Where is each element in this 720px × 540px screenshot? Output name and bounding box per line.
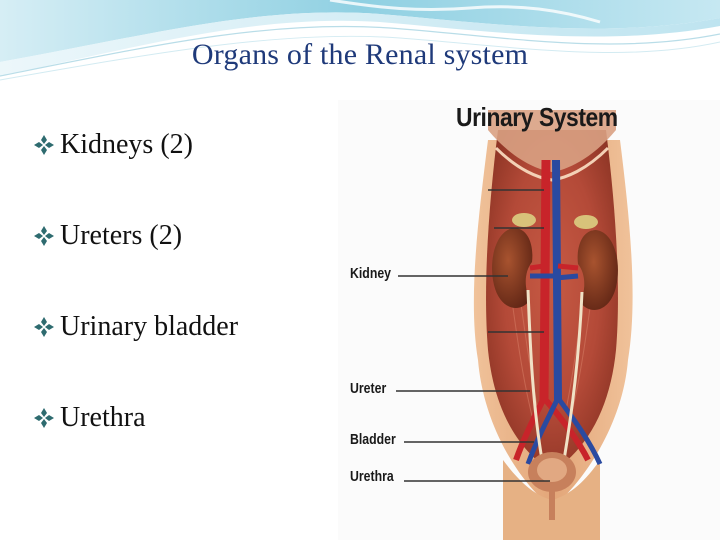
label-ureter: Ureter — [350, 380, 387, 397]
diamond-bullet-icon — [34, 135, 54, 155]
anatomy-drawing — [396, 110, 633, 540]
diamond-bullet-icon — [34, 317, 54, 337]
label-urethra: Urethra — [350, 468, 394, 485]
diamond-bullet-icon — [34, 226, 54, 246]
list-item: Urinary bladder — [32, 304, 238, 350]
figure-title: Urinary System — [456, 102, 618, 132]
list-item: Urethra — [32, 395, 238, 441]
diamond-bullet-icon — [34, 408, 54, 428]
label-bladder: Bladder — [350, 431, 396, 448]
bullet-label-urethra: Urethra — [60, 402, 146, 433]
bullet-label-ureters: Ureters (2) — [60, 220, 183, 251]
list-item: Ureters (2) — [32, 213, 238, 259]
header-wave-decoration — [0, 0, 720, 81]
bullet-label-kidneys: Kidneys (2) — [60, 129, 193, 160]
slide-title: Organs of the Renal system — [191, 38, 529, 71]
bullet-label-urinary-bladder: Urinary bladder — [60, 311, 239, 342]
label-kidney: Kidney — [350, 265, 392, 282]
urinary-system-illustration: Urinary System Kidney Ureter Bladder Ure… — [338, 100, 720, 540]
list-item: Kidneys (2) — [32, 122, 238, 168]
bullet-list: Kidneys (2) Ureters (2) — [32, 122, 238, 486]
